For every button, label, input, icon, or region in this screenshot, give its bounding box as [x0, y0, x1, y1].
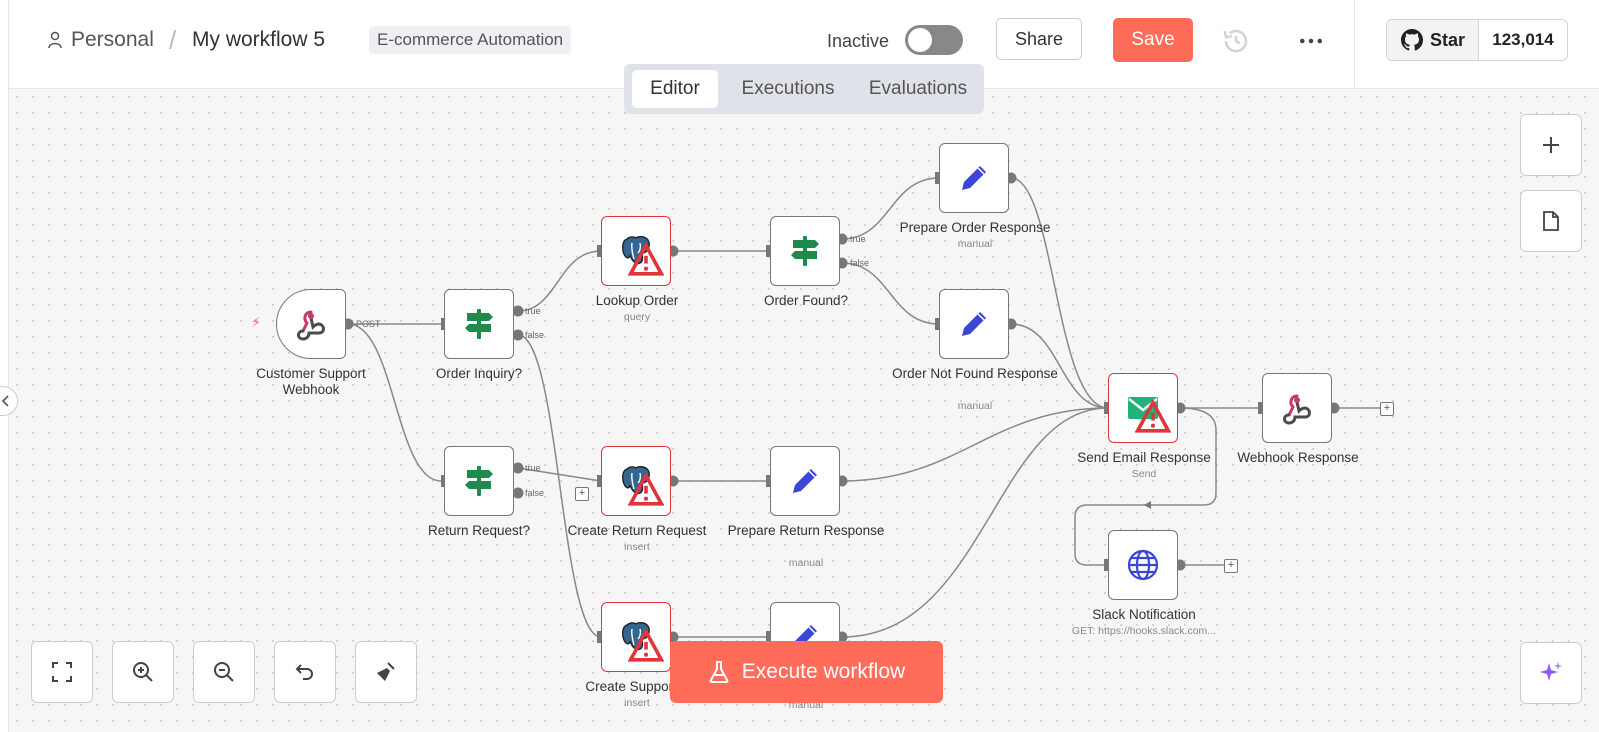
node-label: Webhook Response [1237, 450, 1359, 465]
node-label: Create Support T [585, 679, 689, 694]
warning-icon [628, 473, 664, 506]
tab-evaluations[interactable]: Evaluations [868, 78, 968, 99]
github-star-button[interactable]: Star [1387, 20, 1479, 60]
node-subtitle: GET: https://hooks.slack.com... [1071, 625, 1217, 637]
node-label: Order Found? [763, 293, 849, 308]
undo-button[interactable] [274, 641, 336, 703]
chevron-left-icon [1, 395, 9, 407]
workflow-name[interactable]: My workflow 5 [192, 28, 326, 51]
sparkle-icon [1540, 662, 1562, 681]
flask-icon [709, 661, 729, 683]
node-subtitle: manual [957, 400, 993, 412]
signpost-icon [465, 309, 493, 339]
node-label: Prepare Order Response [899, 220, 1051, 235]
sticky-note-icon [1543, 211, 1559, 231]
pencil-icon [793, 469, 817, 493]
signpost-icon [465, 466, 493, 496]
user-icon [48, 31, 62, 49]
node-create-support-ticket[interactable] [601, 602, 671, 672]
tab-executions[interactable]: Executions [741, 78, 835, 99]
warning-icon [628, 243, 664, 276]
node-prepare-order-response[interactable] [939, 143, 1009, 213]
add-node-button[interactable] [1520, 114, 1582, 176]
node-label: Slack Notification [1092, 607, 1196, 622]
warning-icon [1135, 400, 1171, 433]
share-button[interactable]: Share [996, 18, 1082, 60]
webhook-icon [1283, 394, 1311, 425]
warning-icon [628, 629, 664, 662]
node-subtitle: query [623, 311, 651, 323]
node-webhook-response[interactable] [1262, 373, 1332, 443]
zoom-out-icon [214, 662, 234, 682]
plus-icon [1543, 137, 1559, 153]
add-connection-button[interactable]: + [575, 487, 589, 501]
node-prepare-return-response[interactable] [770, 446, 840, 516]
node-label: Prepare Return Response [727, 523, 885, 538]
node-label: Return Request? [427, 523, 531, 538]
node-subtitle: Send [1131, 468, 1157, 480]
zoom-in-button[interactable] [112, 641, 174, 703]
trigger-bolt-icon: ⚡ [251, 314, 261, 330]
webhook-icon [297, 310, 325, 341]
node-label: Send Email Response [1077, 450, 1211, 465]
workflow-tag[interactable]: E-commerce Automation [369, 26, 572, 54]
pencil-icon [962, 166, 986, 190]
save-button[interactable]: Save [1113, 18, 1193, 62]
add-connection-button[interactable]: + [1224, 559, 1238, 573]
view-tabs: Editor Executions Evaluations [624, 64, 984, 114]
postgres-icon [622, 235, 650, 265]
header-divider [1354, 0, 1355, 88]
node-label: Customer Support Webhook [256, 366, 366, 397]
postgres-icon [622, 465, 650, 495]
history-icon[interactable] [1221, 26, 1251, 56]
node-order-found[interactable] [770, 216, 840, 286]
github-star-count: 123,014 [1492, 30, 1554, 49]
tidy-up-button[interactable] [355, 641, 417, 703]
node-label: Order Inquiry? [435, 366, 523, 381]
broom-icon [377, 662, 395, 681]
node-label: Order Not Found Response [892, 366, 1058, 381]
tab-editor[interactable]: Editor [632, 70, 718, 108]
fit-view-icon [52, 662, 72, 682]
node-order-inquiry[interactable] [444, 289, 514, 359]
breadcrumb-project[interactable]: Personal [47, 28, 154, 52]
add-connection-button[interactable]: + [1380, 402, 1394, 416]
breadcrumb-project-label: Personal [71, 28, 154, 51]
zoom-in-icon [133, 662, 153, 682]
undo-icon [295, 664, 313, 680]
pencil-icon [962, 312, 986, 336]
execute-workflow-button[interactable]: Execute workflow [670, 641, 943, 703]
node-subtitle: insert [624, 697, 650, 709]
execute-workflow-label: Execute workflow [741, 660, 906, 683]
node-customer-support-webhook[interactable] [276, 289, 346, 359]
node-lookup-order[interactable] [601, 216, 671, 286]
toggle-knob [908, 28, 932, 52]
ai-assistant-button[interactable] [1520, 642, 1582, 704]
github-star-label: Star [1429, 29, 1465, 50]
signpost-icon [791, 236, 819, 266]
more-options-icon[interactable] [1296, 26, 1326, 56]
node-subtitle: manual [957, 238, 993, 250]
node-create-return-request[interactable] [601, 446, 671, 516]
fit-view-button[interactable] [31, 641, 93, 703]
active-toggle[interactable] [905, 25, 963, 55]
status-label: Inactive [827, 31, 890, 51]
github-icon [1400, 29, 1423, 51]
node-order-not-found-response[interactable] [939, 289, 1009, 359]
node-send-email-response[interactable] [1108, 373, 1178, 443]
add-sticky-button[interactable] [1520, 190, 1582, 252]
postgres-icon [622, 621, 650, 651]
globe-icon [1127, 549, 1159, 581]
node-subtitle: insert [624, 541, 650, 553]
node-slack-notification[interactable] [1108, 530, 1178, 600]
node-label: Lookup Order [595, 293, 679, 308]
github-star-widget[interactable]: Star 123,014 [1386, 19, 1568, 61]
node-label: Create Return Request [567, 523, 707, 538]
header-bar: Personal / My workflow 5 E-commerce Auto… [8, 0, 1599, 89]
breadcrumb-separator: / [169, 25, 177, 55]
node-subtitle: manual [788, 557, 824, 569]
node-return-request[interactable] [444, 446, 514, 516]
zoom-out-button[interactable] [193, 641, 255, 703]
